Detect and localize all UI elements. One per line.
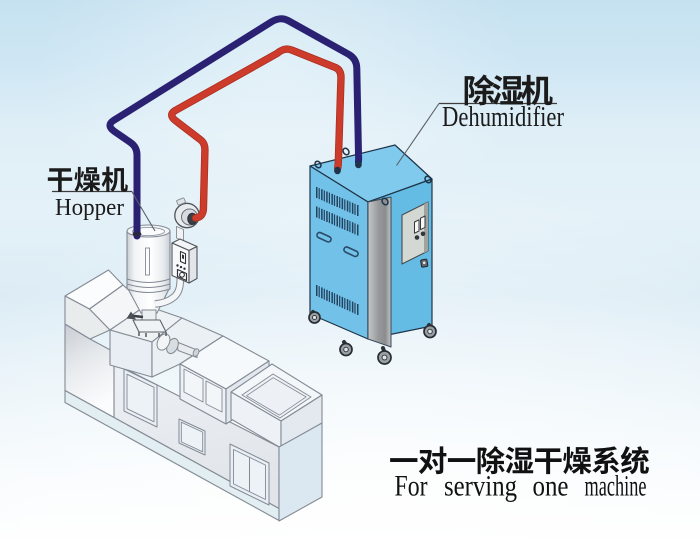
svg-text:one: one — [533, 470, 569, 503]
svg-text:Dehumidifier: Dehumidifier — [442, 102, 565, 133]
svg-text:machine: machine — [585, 470, 647, 503]
svg-text:Hopper: Hopper — [55, 195, 124, 221]
svg-text:For: For — [395, 470, 428, 503]
svg-text:serving: serving — [444, 470, 517, 503]
